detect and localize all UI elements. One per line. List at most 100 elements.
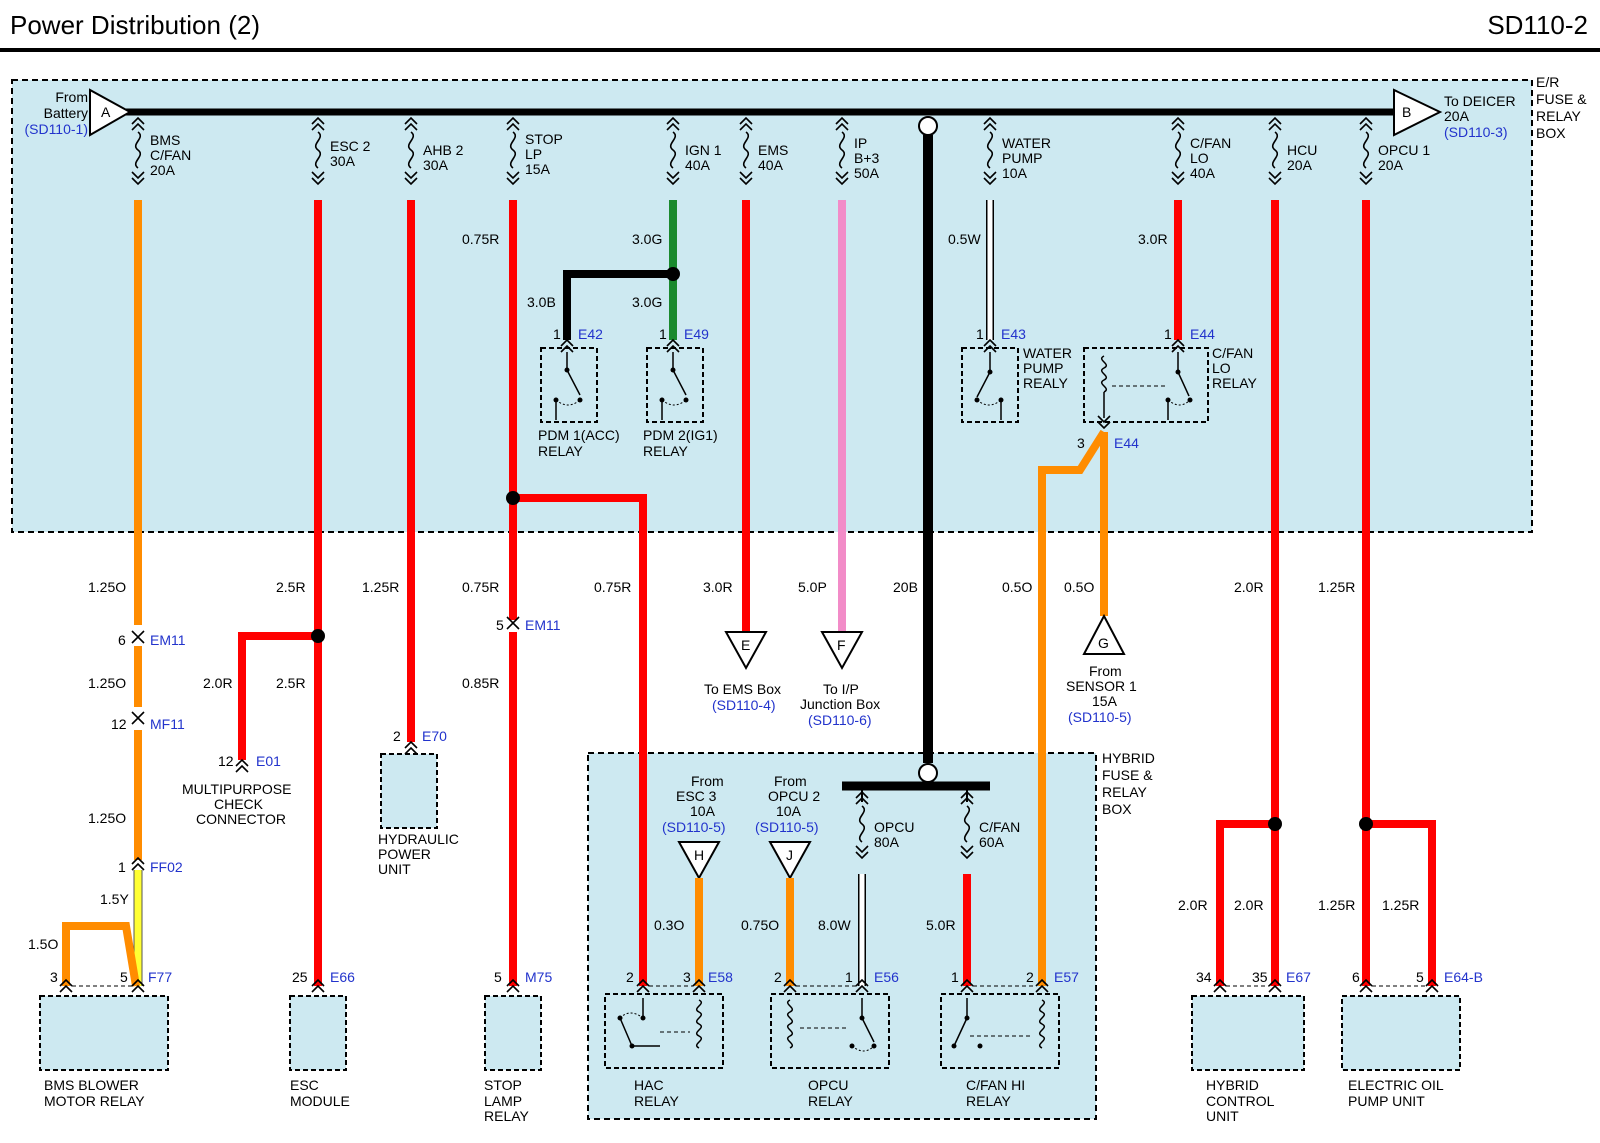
svg-text:2: 2 (393, 728, 401, 744)
svg-text:20A: 20A (1378, 157, 1404, 173)
svg-text:C/FAN HI: C/FAN HI (966, 1077, 1025, 1093)
svg-text:BOX: BOX (1536, 125, 1566, 141)
svg-text:3: 3 (50, 969, 58, 985)
svg-text:HYDRAULIC: HYDRAULIC (378, 831, 459, 847)
svg-text:PDM 1(ACC): PDM 1(ACC) (538, 427, 620, 443)
svg-text:0.75R: 0.75R (462, 579, 499, 595)
svg-text:2.0R: 2.0R (1234, 579, 1264, 595)
svg-text:FUSE &: FUSE & (1102, 767, 1153, 783)
stop-lamp-relay (484, 995, 542, 1071)
svg-text:C/FAN: C/FAN (150, 147, 191, 163)
svg-text:2.0R: 2.0R (1178, 897, 1208, 913)
bus-terminal-a (89, 88, 133, 137)
svg-text:2: 2 (1026, 969, 1034, 985)
svg-text:6: 6 (118, 632, 126, 648)
svg-text:CONNECTOR: CONNECTOR (196, 811, 286, 827)
svg-text:20A: 20A (150, 162, 176, 178)
svg-text:From: From (1089, 663, 1122, 679)
svg-text:A: A (101, 104, 111, 120)
bus-terminal-b (1393, 88, 1443, 137)
svg-text:CHECK: CHECK (214, 796, 264, 812)
svg-text:RELAY: RELAY (966, 1093, 1012, 1109)
svg-text:1: 1 (1164, 326, 1172, 342)
svg-text:RELAY: RELAY (643, 443, 689, 459)
offpage-j: J (768, 841, 812, 881)
offpage-h: H (677, 841, 721, 881)
svg-text:F77: F77 (148, 969, 172, 985)
svg-text:Battery: Battery (44, 105, 88, 121)
svg-text:0.3O: 0.3O (654, 917, 684, 933)
svg-text:F: F (837, 637, 846, 653)
svg-text:1: 1 (553, 326, 561, 342)
svg-text:5: 5 (496, 617, 504, 633)
svg-text:40A: 40A (685, 157, 711, 173)
svg-text:C/FAN: C/FAN (1190, 135, 1231, 151)
wire-hcu (1216, 200, 1279, 986)
svg-text:5: 5 (494, 969, 502, 985)
svg-text:3.0R: 3.0R (703, 579, 733, 595)
svg-text:12: 12 (218, 753, 234, 769)
hybrid-control-unit (1191, 995, 1305, 1071)
svg-text:MODULE: MODULE (290, 1093, 350, 1109)
svg-text:E66: E66 (330, 969, 355, 985)
svg-text:RELAY: RELAY (1212, 375, 1258, 391)
svg-text:0.5O: 0.5O (1064, 579, 1094, 595)
svg-text:35: 35 (1252, 969, 1268, 985)
svg-text:5: 5 (120, 969, 128, 985)
offpage-g: G (1082, 613, 1126, 655)
svg-text:PUMP: PUMP (1002, 150, 1042, 166)
svg-text:1.25O: 1.25O (88, 579, 126, 595)
page-title: Power Distribution (2) (10, 10, 260, 40)
diagram-code: SD110-2 (1487, 10, 1588, 40)
svg-text:(SD110-3): (SD110-3) (1444, 124, 1508, 140)
svg-text:1.5Y: 1.5Y (100, 891, 129, 907)
svg-text:(SD110-4): (SD110-4) (712, 697, 776, 713)
svg-text:H: H (694, 847, 704, 863)
svg-text:1.25R: 1.25R (362, 579, 399, 595)
er-box-label: E/R FUSE & RELAY BOX (1536, 74, 1587, 141)
svg-text:40A: 40A (1190, 165, 1216, 181)
svg-text:30A: 30A (423, 157, 449, 173)
svg-text:E42: E42 (578, 326, 603, 342)
svg-text:MF11: MF11 (150, 716, 185, 732)
svg-text:OPCU 1: OPCU 1 (1378, 142, 1430, 158)
svg-text:25: 25 (292, 969, 308, 985)
svg-text:(SD110-6): (SD110-6) (808, 712, 872, 728)
svg-text:From: From (774, 773, 807, 789)
svg-text:E58: E58 (708, 969, 733, 985)
svg-text:2.5R: 2.5R (276, 579, 306, 595)
svg-text:BMS BLOWER: BMS BLOWER (44, 1077, 139, 1093)
svg-text:30A: 30A (330, 153, 356, 169)
hybrid-box-label: HYBRID FUSE & RELAY BOX (1102, 750, 1155, 817)
svg-text:5: 5 (1416, 969, 1424, 985)
svg-text:40A: 40A (758, 157, 784, 173)
pdm2-relay (646, 347, 704, 423)
svg-text:2.0R: 2.0R (1234, 897, 1264, 913)
svg-text:1.25R: 1.25R (1318, 897, 1355, 913)
svg-text:SENSOR 1: SENSOR 1 (1066, 678, 1137, 694)
svg-text:E: E (741, 637, 750, 653)
svg-text:0.75R: 0.75R (462, 231, 499, 247)
svg-text:E57: E57 (1054, 969, 1079, 985)
svg-text:From: From (691, 773, 724, 789)
svg-text:OPCU: OPCU (874, 819, 914, 835)
svg-text:1.25R: 1.25R (1318, 579, 1355, 595)
svg-text:E01: E01 (256, 753, 281, 769)
svg-text:POWER: POWER (378, 846, 431, 862)
svg-text:IGN 1: IGN 1 (685, 142, 722, 158)
page-header: Power Distribution (2) SD110-2 (0, 0, 1600, 52)
svg-text:IP: IP (854, 135, 867, 151)
svg-text:RELAY: RELAY (1102, 784, 1148, 800)
svg-text:1: 1 (976, 326, 984, 342)
svg-text:FUSE &: FUSE & (1536, 91, 1587, 107)
svg-text:0.75O: 0.75O (741, 917, 779, 933)
svg-text:B: B (1402, 104, 1411, 120)
wire-opcu1 (1362, 200, 1436, 986)
svg-text:EM11: EM11 (525, 617, 561, 633)
svg-text:1: 1 (845, 969, 853, 985)
